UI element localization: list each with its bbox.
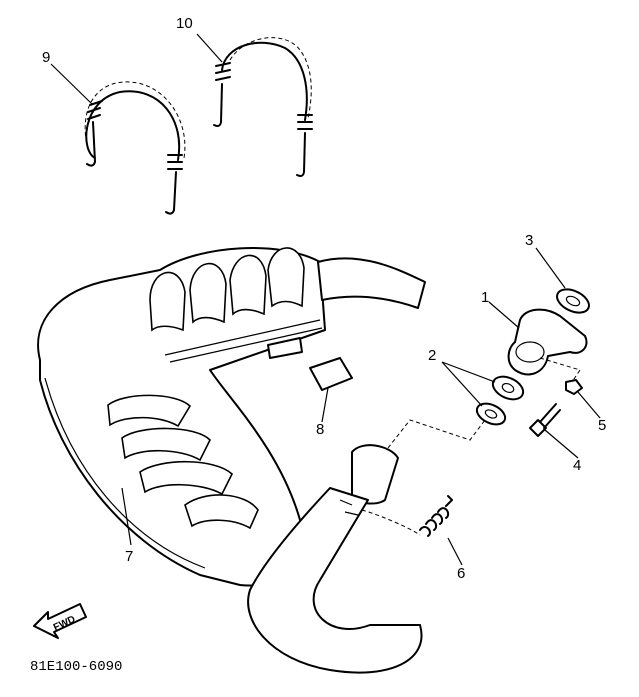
callout-4: 4 [573, 457, 581, 474]
callout-9: 9 [42, 49, 50, 66]
muffler-7 [37, 247, 426, 587]
part-3-gasket [556, 288, 590, 314]
spring-9 [84, 81, 186, 215]
part-8-pad [309, 357, 353, 391]
part-5-nut [565, 379, 583, 395]
callout-2: 2 [428, 347, 436, 364]
spring-10 [213, 37, 313, 177]
exhaust-pipe [247, 444, 423, 674]
diagram-code: 81E100-6090 [30, 659, 122, 675]
callout-5: 5 [598, 417, 606, 434]
part-1-flange [507, 308, 588, 376]
part-6-spring [419, 495, 453, 537]
callout-7: 7 [125, 548, 133, 565]
part-4-bolt [529, 403, 561, 437]
callout-10: 10 [176, 15, 193, 32]
callout-6: 6 [457, 565, 465, 582]
callout-3: 3 [525, 232, 533, 249]
part-2-gaskets [475, 375, 525, 426]
callout-1: 1 [481, 289, 489, 306]
fwd-arrow-icon: FWD [33, 603, 87, 639]
callout-8: 8 [316, 421, 324, 438]
